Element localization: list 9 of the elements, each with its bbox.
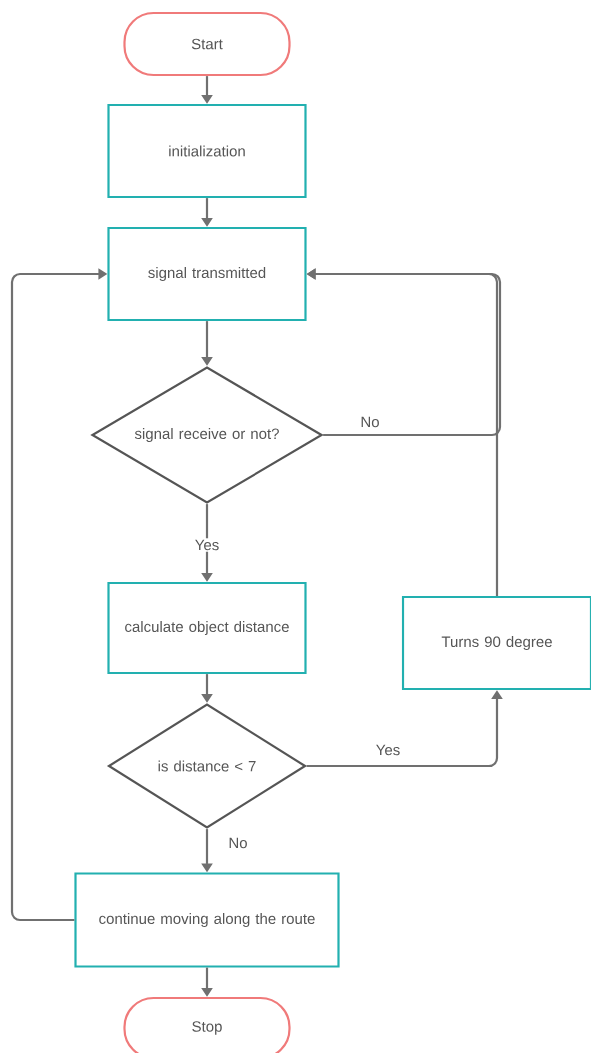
process-box: initialization [107, 103, 307, 199]
process-box: continue moving along the route [74, 872, 340, 968]
process-box: calculate object distance [107, 581, 307, 675]
edge-label: Yes [193, 538, 221, 552]
edge-label: No [358, 415, 382, 429]
process-box: signal transmitted [107, 226, 307, 322]
edge-label: No [226, 836, 250, 850]
edge-label: Yes [374, 743, 402, 757]
process-box: Turns 90 degree [401, 595, 591, 691]
